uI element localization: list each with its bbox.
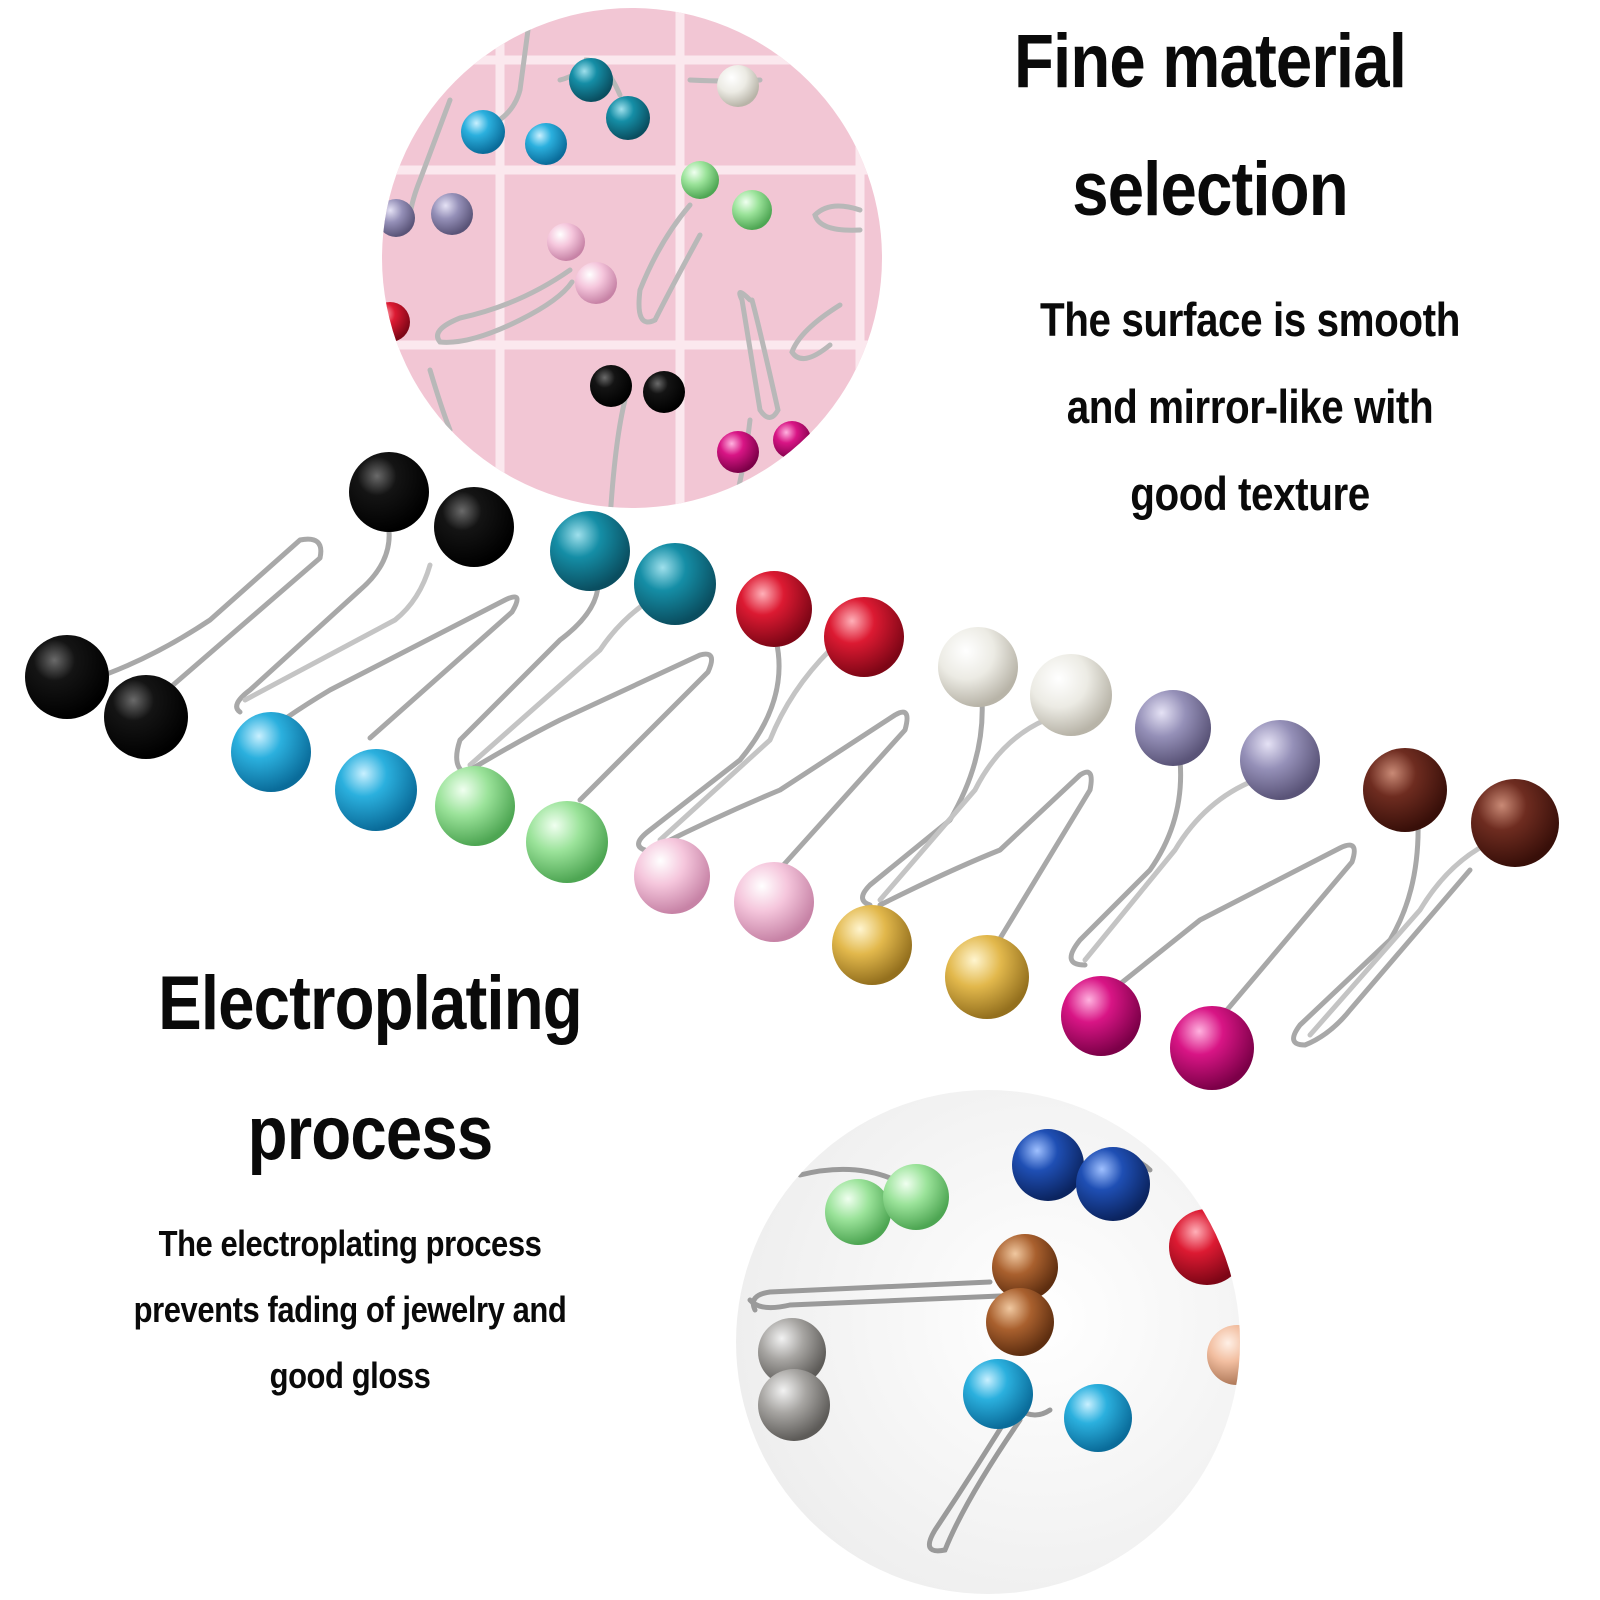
bottom-feature-title-line1: Electroplating [158, 961, 583, 1046]
bottom-feature-body-line2: prevents fading of jewelry and [133, 1289, 567, 1330]
top-feature-title-line2: selection [1072, 147, 1348, 232]
pin-white-gold [832, 627, 1112, 1019]
top-feature-title-line1: Fine material [1013, 19, 1407, 104]
pin-teal-green [435, 511, 716, 883]
top-feature-body-line3: good texture [1130, 467, 1370, 520]
pin-row [25, 452, 1559, 1090]
pin-red-pink [634, 571, 910, 942]
pin-black-sky [25, 452, 520, 831]
top-feature-body-line1: The surface is smooth [1039, 293, 1460, 346]
bottom-detail-photo [736, 1090, 1240, 1594]
pin-lavender-magenta [1061, 690, 1357, 1090]
top-detail-photo [382, 8, 882, 508]
bottom-feature-title-line2: process [247, 1091, 494, 1176]
bottom-feature-body-line3: good gloss [269, 1355, 431, 1396]
top-feature-body-line2: and mirror-like with [1066, 380, 1434, 433]
bottom-feature-body-line1: The electroplating process [158, 1223, 542, 1264]
pin-brown [1291, 748, 1559, 1048]
